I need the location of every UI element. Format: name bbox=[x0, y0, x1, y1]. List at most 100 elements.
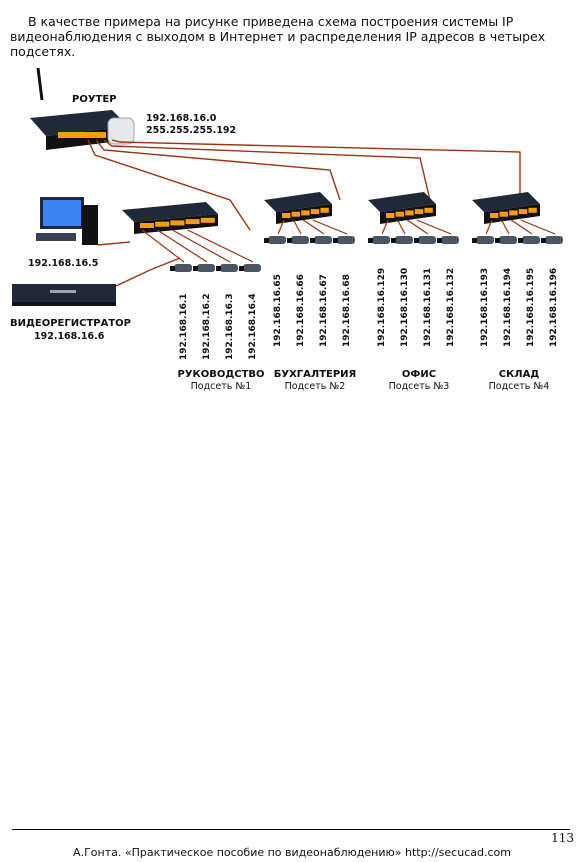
camera-ip-label: 192.168.16.131 bbox=[423, 267, 433, 347]
switch-port bbox=[528, 207, 537, 213]
camera-ip-label: 192.168.16.65 bbox=[273, 274, 283, 347]
subnet-number: Подсеть №4 bbox=[488, 381, 550, 392]
camera-icon bbox=[268, 236, 286, 244]
camera-cable bbox=[293, 219, 302, 235]
camera-icon bbox=[372, 236, 390, 244]
switch-port bbox=[395, 211, 404, 217]
network-diagram bbox=[12, 67, 563, 306]
switch-icon bbox=[368, 192, 436, 212]
switch-port bbox=[386, 213, 395, 218]
camera-cable bbox=[416, 219, 452, 235]
router-switch-cables bbox=[87, 139, 521, 231]
switch-icon bbox=[472, 192, 540, 212]
camera-lens bbox=[264, 238, 269, 243]
camera-lens bbox=[541, 238, 546, 243]
camera-lens bbox=[310, 238, 315, 243]
camera-lens bbox=[437, 238, 442, 243]
camera-cable bbox=[156, 229, 208, 263]
camera-icon bbox=[418, 236, 436, 244]
camera-cable bbox=[485, 219, 493, 235]
camera-cable bbox=[510, 219, 533, 235]
camera-icon bbox=[243, 264, 261, 272]
switch-port bbox=[310, 209, 320, 215]
switch-port bbox=[282, 213, 291, 218]
camera-lens bbox=[239, 266, 244, 271]
switch-icon bbox=[122, 202, 218, 222]
router-mask: 255.255.255.192 bbox=[146, 125, 237, 136]
dvr-ip: 192.168.16.6 bbox=[34, 331, 105, 342]
camera-ip-label: 192.168.16.67 bbox=[319, 274, 329, 347]
subnet-name: БУХГАЛТЕРИЯ bbox=[273, 369, 357, 380]
camera-lens bbox=[414, 238, 419, 243]
camera-lens bbox=[391, 238, 396, 243]
switch-port bbox=[499, 211, 508, 217]
camera-ip-label: 192.168.16.2 bbox=[202, 293, 212, 360]
switch-port bbox=[301, 210, 310, 216]
camera-icon bbox=[441, 236, 459, 244]
camera-lens bbox=[216, 266, 221, 271]
camera-ip-label: 192.168.16.194 bbox=[503, 267, 513, 347]
switch-port bbox=[140, 223, 154, 228]
switch-port bbox=[170, 220, 185, 226]
camera-icon bbox=[337, 236, 355, 244]
camera-cable bbox=[312, 219, 348, 235]
router-icon bbox=[30, 67, 135, 150]
camera-lens bbox=[170, 266, 175, 271]
computer-icon bbox=[36, 197, 98, 245]
camera-cable bbox=[520, 219, 556, 235]
camera-cable bbox=[187, 229, 254, 263]
camera-cable bbox=[381, 219, 389, 235]
router-ip: 192.168.16.0 bbox=[146, 113, 217, 124]
camera-icon bbox=[395, 236, 413, 244]
camera-lens bbox=[333, 238, 338, 243]
switch-port bbox=[518, 209, 528, 215]
switch-port bbox=[509, 210, 518, 216]
camera-icon bbox=[220, 264, 238, 272]
camera-cable bbox=[302, 219, 325, 235]
camera-lens bbox=[518, 238, 523, 243]
camera-ip-label: 192.168.16.4 bbox=[248, 293, 258, 360]
camera-cable bbox=[406, 219, 429, 235]
camera-icon bbox=[499, 236, 517, 244]
switch-port bbox=[414, 209, 424, 215]
camera-icon bbox=[314, 236, 332, 244]
camera-lens bbox=[287, 238, 292, 243]
camera-lens bbox=[495, 238, 500, 243]
camera-lens bbox=[368, 238, 373, 243]
camera-icon bbox=[197, 264, 215, 272]
subnet-name: СКЛАД bbox=[498, 369, 540, 380]
camera-ip-label: 192.168.16.130 bbox=[400, 267, 410, 347]
switch-port bbox=[405, 210, 414, 216]
subnet-name: РУКОВОДСТВО bbox=[177, 369, 265, 380]
camera-cable bbox=[277, 219, 285, 235]
intro-text: В качестве примера на рисунке приведена … bbox=[10, 14, 546, 59]
switch-port bbox=[490, 213, 499, 218]
switch-port bbox=[320, 207, 329, 213]
camera-ip-label: 192.168.16.193 bbox=[480, 267, 490, 347]
camera-ip-label: 192.168.16.3 bbox=[225, 293, 235, 360]
camera-icon bbox=[545, 236, 563, 244]
subnet-number: Подсеть №1 bbox=[190, 381, 252, 392]
pc-dvr-cables bbox=[97, 241, 181, 287]
camera-cable bbox=[141, 229, 185, 263]
camera-cable bbox=[397, 219, 406, 235]
camera-lens bbox=[472, 238, 477, 243]
switch-port bbox=[155, 221, 170, 227]
camera-icon bbox=[476, 236, 494, 244]
camera-ip-label: 192.168.16.195 bbox=[526, 267, 536, 347]
switch-port bbox=[424, 207, 433, 213]
camera-cable bbox=[172, 229, 231, 263]
camera-ip-label: 192.168.16.132 bbox=[446, 267, 456, 347]
subnet-number: Подсеть №3 bbox=[388, 381, 450, 392]
dvr-label: ВИДЕОРЕГИСТРАТОР bbox=[10, 318, 132, 329]
camera-ip-label: 192.168.16.196 bbox=[549, 267, 559, 347]
footer-rule bbox=[12, 829, 570, 830]
dvr-icon bbox=[12, 284, 116, 306]
switch-port bbox=[185, 219, 200, 225]
router-label: РОУТЕР bbox=[72, 94, 117, 105]
computer-ip: 192.168.16.5 bbox=[28, 258, 99, 269]
camera-icon bbox=[174, 264, 192, 272]
switch-port bbox=[200, 217, 215, 223]
camera-ip-label: 192.168.16.129 bbox=[377, 267, 387, 347]
page-number: 113 bbox=[551, 831, 574, 845]
